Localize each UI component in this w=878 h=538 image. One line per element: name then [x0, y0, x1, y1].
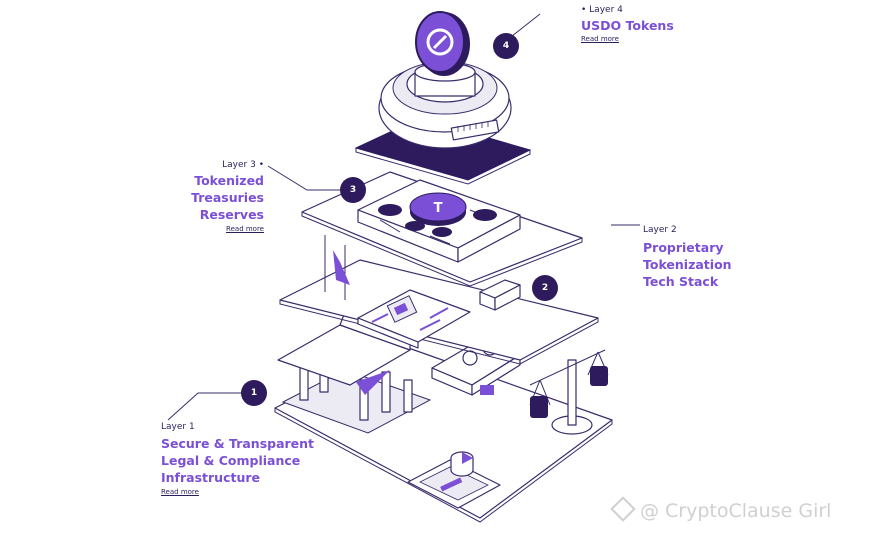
balance-scale-icon	[529, 349, 609, 435]
layer-1-title-line: Secure & Transparent	[161, 436, 315, 451]
layer-4-badge: 4	[493, 33, 519, 59]
layer-4-read-more-link[interactable]: Read more	[581, 35, 619, 43]
layer-1-badge: 1	[241, 380, 267, 406]
svg-text:T: T	[434, 201, 443, 216]
hard-drive-icon	[479, 279, 521, 311]
layer-4-label: • Layer 4 USDO Tokens Read more	[581, 5, 674, 43]
layer-2-title: Proprietary Tokenization Tech Stack	[643, 239, 732, 290]
layer-3-kicker: Layer 3 •	[222, 160, 264, 170]
layer-1-title: Secure & Transparent Legal & Compliance …	[161, 435, 314, 486]
layer-1-kicker: Layer 1	[161, 422, 195, 432]
layer-3-platform: T	[301, 171, 583, 300]
usdo-coin-icon	[415, 11, 470, 76]
layer-4-platform	[354, 11, 532, 185]
watermark: @ CryptoClause Girl	[610, 496, 831, 522]
layer-3-title-line: Reserves	[199, 207, 264, 222]
layer-1-platform	[274, 311, 613, 523]
layer-1-label: Layer 1 Secure & Transparent Legal & Com…	[161, 422, 314, 496]
diamond-logo-icon	[610, 496, 636, 522]
layer-1-read-more-link[interactable]: Read more	[161, 488, 199, 496]
coin-stack-icon	[378, 204, 497, 237]
layer-2-title-line: Tech Stack	[643, 274, 719, 289]
layer-3-read-more-link[interactable]: Read more	[226, 225, 264, 233]
coin-stack-icon	[530, 366, 608, 418]
layer-2-platform	[279, 259, 599, 365]
layer-2-badge: 2	[532, 275, 558, 301]
treasury-token-icon: T	[409, 192, 467, 226]
layer-2-label: Layer 2 Proprietary Tokenization Tech St…	[643, 225, 732, 290]
layer-3-label: Layer 3 • Tokenized Treasuries Reserves …	[124, 160, 264, 233]
layer-4-title: USDO Tokens	[581, 18, 674, 33]
layer-2-kicker: Layer 2	[643, 225, 677, 235]
layer-1-title-line: Infrastructure	[161, 470, 260, 485]
circuit-board-icon	[357, 289, 471, 349]
layer-2-title-line: Tokenization	[643, 257, 732, 272]
layer-3-title-line: Tokenized	[194, 173, 264, 188]
layer-1-title-line: Legal & Compliance	[161, 453, 301, 468]
layer-3-title-line: Treasuries	[191, 190, 264, 205]
layer-3-badge: 3	[340, 177, 366, 203]
treasury-board-icon: T	[357, 179, 521, 263]
tablet-icon	[407, 451, 501, 509]
layer-3-title: Tokenized Treasuries Reserves	[124, 172, 264, 223]
layer-4-kicker: • Layer 4	[581, 5, 623, 15]
layer-2-title-line: Proprietary	[643, 240, 724, 255]
